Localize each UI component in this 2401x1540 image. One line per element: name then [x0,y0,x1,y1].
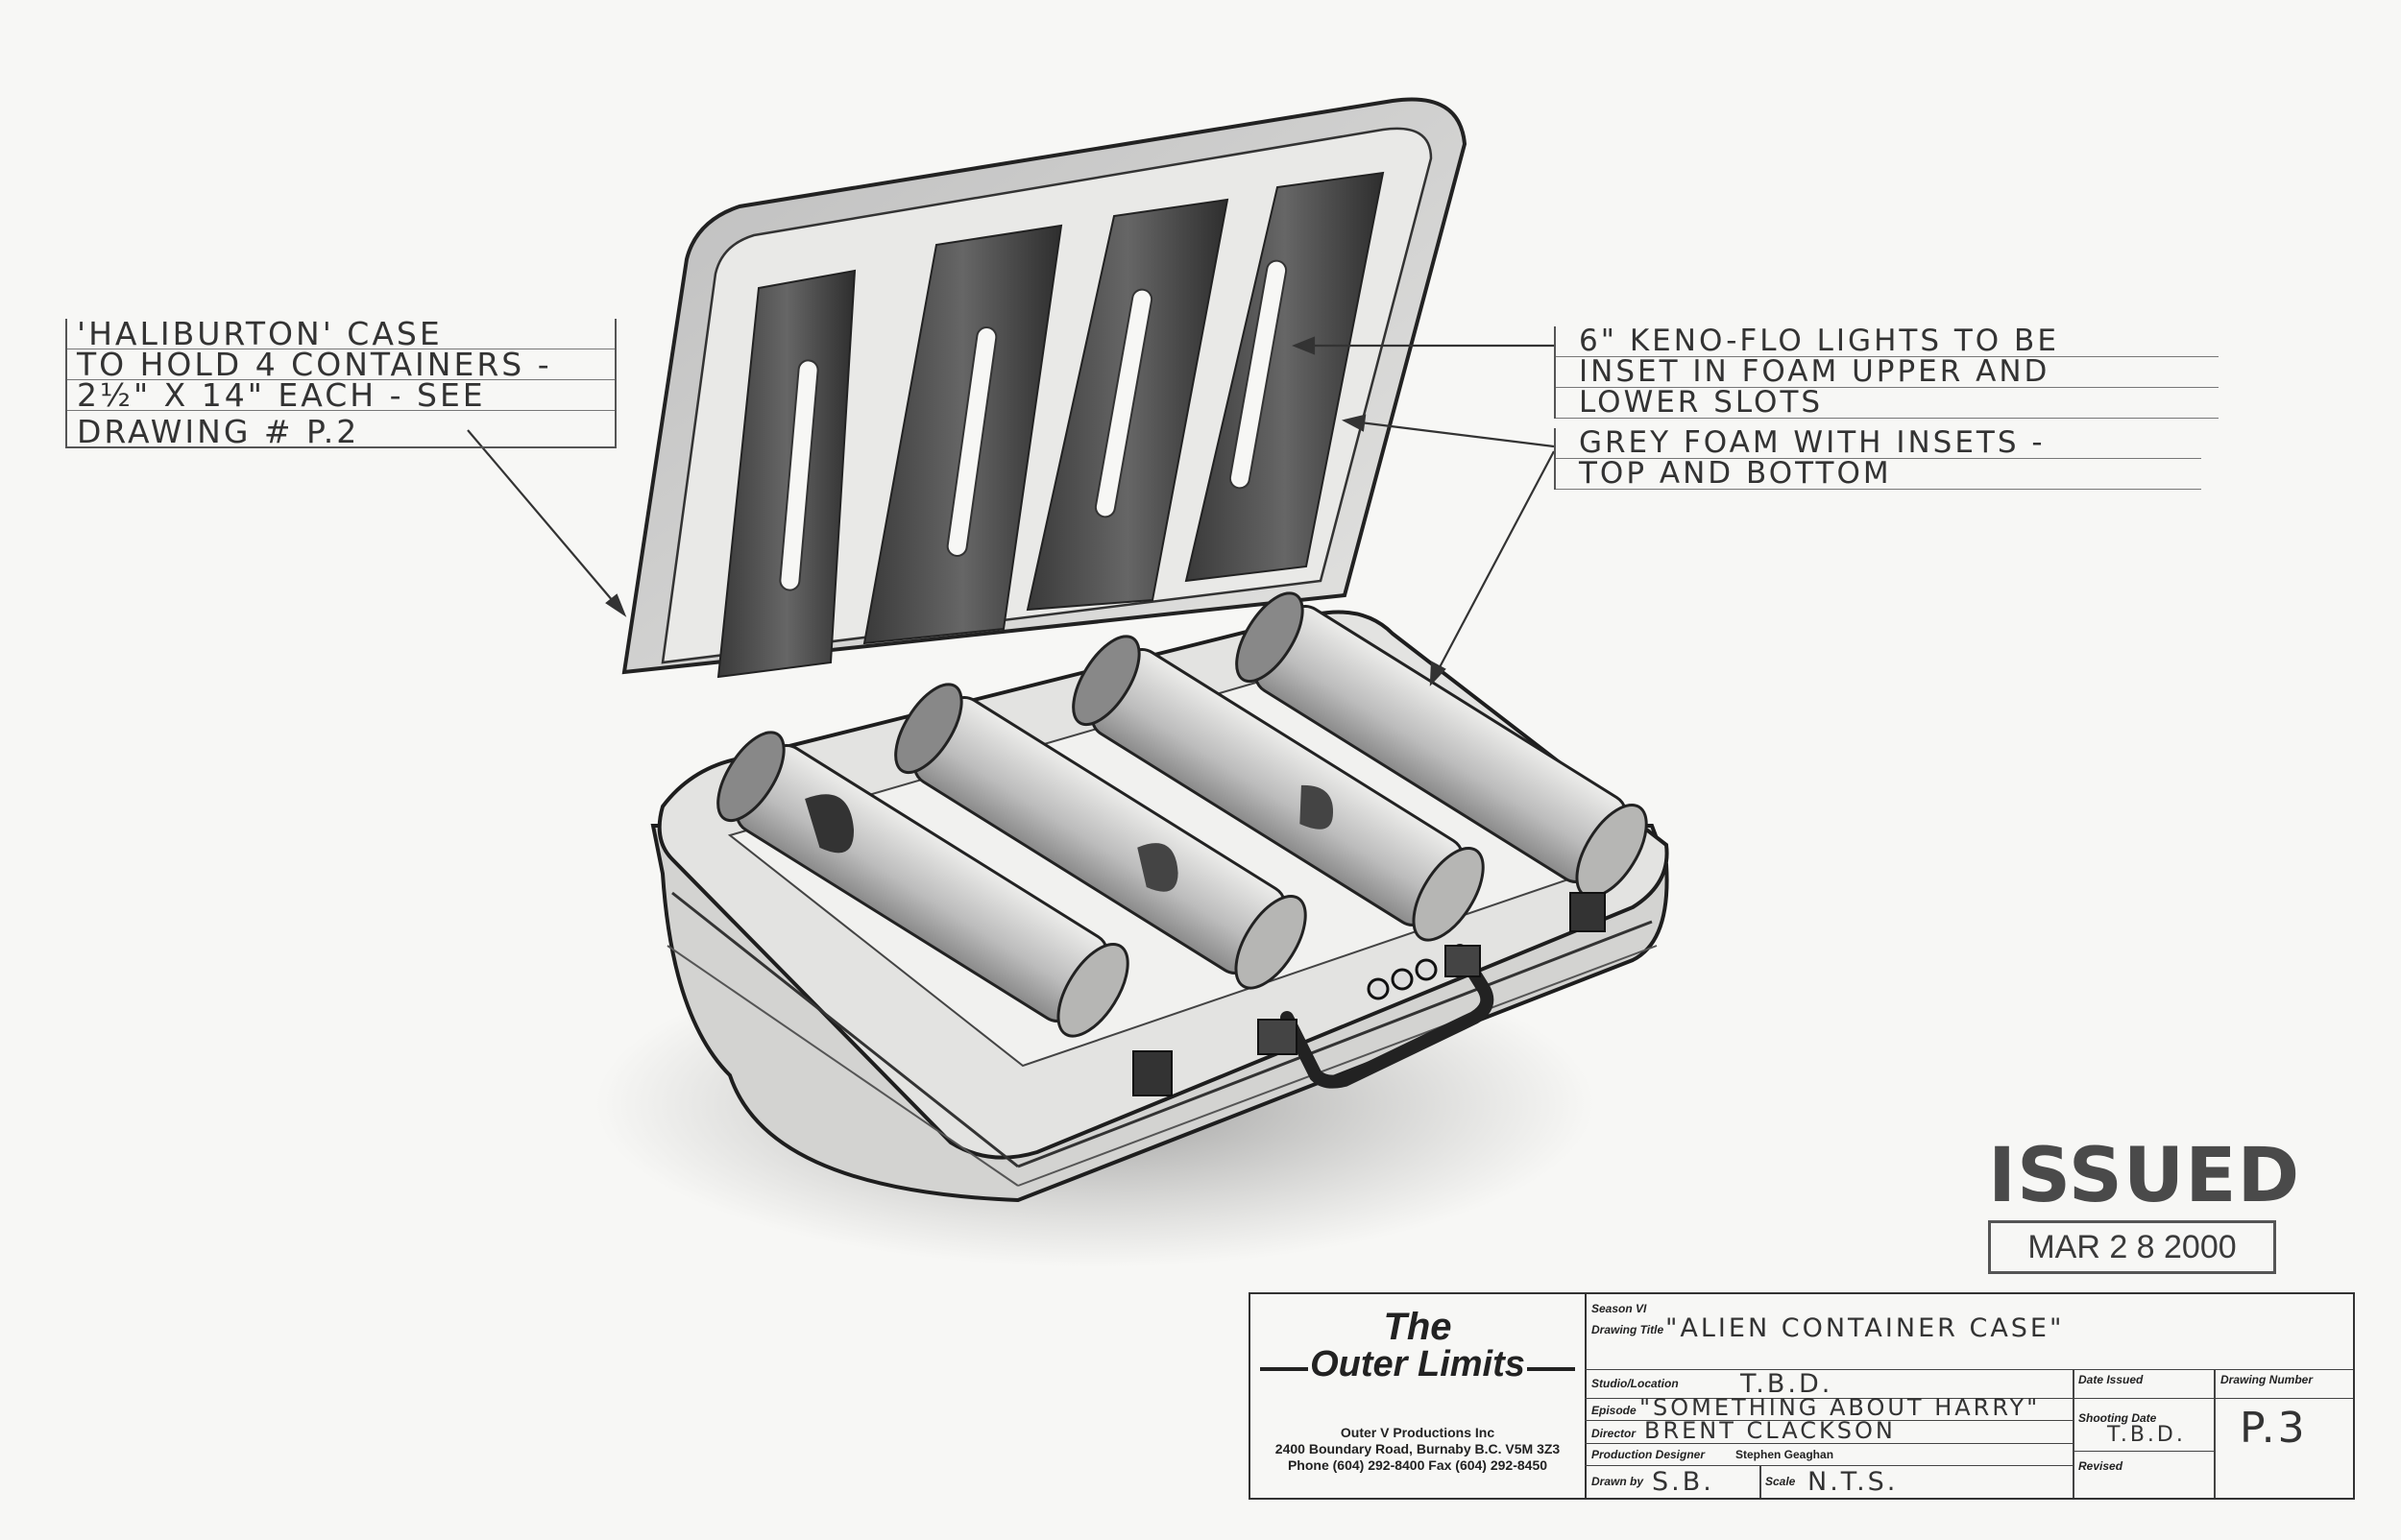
drawing-title-label: Drawing Title [1591,1323,1664,1336]
note-haliburton-case: 'HALIBURTON' CASE TO HOLD 4 CONTAINERS -… [65,318,617,448]
scale-value: N.T.S. [1807,1467,1899,1497]
date-issued-label: Date Issued [2078,1373,2144,1386]
season-label: Season VI [1591,1302,1647,1315]
designer-value: Stephen Geaghan [1735,1448,1834,1461]
tb-divider [2073,1369,2074,1498]
note-left-line-4: DRAWING # P.2 [67,416,615,448]
studio-value: T.B.D. [1740,1369,1833,1399]
drawn-by-value: S.B. [1652,1467,1714,1497]
logo-rule-left [1260,1367,1308,1371]
title-block: The Outer Limits Outer V Productions Inc… [1249,1292,2355,1500]
drawn-by-label: Drawn by [1591,1475,1644,1488]
combination-lock [1367,958,1438,1000]
director-label: Director [1591,1427,1637,1440]
logo-rule-right [1527,1367,1575,1371]
revised-label: Revised [2078,1459,2123,1473]
keno-flo-lights [779,259,1288,591]
episode-value: "SOMETHING ABOUT HARRY" [1639,1394,2041,1421]
note-lights-line-3: LOWER SLOTS [1556,388,2219,419]
case-latches [1132,892,1606,1096]
note-left-line-1: 'HALIBURTON' CASE [67,318,615,349]
company-name: Outer V Productions Inc [1340,1425,1495,1440]
drawing-number-label: Drawing Number [2220,1373,2314,1386]
note-foam-line-2: TOP AND BOTTOM [1556,459,2201,490]
episode-label: Episode [1591,1404,1637,1417]
scale-label: Scale [1765,1475,1796,1488]
note-keno-flo-lights: 6" KENO-FLO LIGHTS TO BE INSET IN FOAM U… [1554,326,2219,419]
alien-containers [716,591,1648,1038]
note-left-line-2: TO HOLD 4 CONTAINERS - [67,349,615,380]
logo-the: The [1383,1306,1452,1348]
stamp-word: ISSUED [1988,1133,2301,1219]
tb-rule [1585,1398,2353,1399]
drawing-title: "ALIEN CONTAINER CASE" [1665,1313,2065,1343]
case-handle [1257,944,1494,1089]
note-grey-foam: GREY FOAM WITH INSETS - TOP AND BOTTOM [1554,428,2201,490]
designer-label: Production Designer [1591,1448,1706,1461]
note-lights-line-1: 6" KENO-FLO LIGHTS TO BE [1556,326,2219,357]
tb-divider [2214,1369,2216,1498]
outer-limits-logo: The Outer Limits Outer V Productions Inc… [1250,1294,1587,1498]
tb-rule [1585,1420,2073,1421]
tb-rule [1585,1465,2073,1466]
shooting-date-value: T.B.D. [2107,1423,2186,1447]
tb-rule [1585,1369,2353,1370]
company-phone: Phone (604) 292-8400 Fax (604) 292-8450 [1287,1457,1548,1473]
tb-rule [2073,1451,2214,1452]
logo-name: Outer Limits [1310,1344,1525,1384]
director-value: BRENT CLACKSON [1644,1417,1896,1444]
tb-rule [1585,1443,2073,1444]
leader-arrows [467,336,1555,686]
company-address: 2400 Boundary Road, Burnaby B.C. V5M 3Z3 [1274,1441,1561,1456]
shooting-date-label: Shooting Date [2078,1411,2157,1425]
drawing-number-value: P.3 [2240,1404,2308,1453]
studio-label: Studio/Location [1591,1377,1679,1390]
stamp-date: MAR 2 8 2000 [1988,1220,2276,1274]
tb-divider [1759,1465,1761,1498]
note-lights-line-2: INSET IN FOAM UPPER AND [1556,357,2219,388]
case-lid [621,97,1467,679]
issued-stamp: ISSUED MAR 2 8 2000 [1988,1133,2301,1274]
note-foam-line-1: GREY FOAM WITH INSETS - [1556,428,2201,459]
note-left-line-3: 2½" X 14" EACH - SEE [67,379,615,411]
company-info: Outer V Productions Inc 2400 Boundary Ro… [1250,1425,1585,1474]
